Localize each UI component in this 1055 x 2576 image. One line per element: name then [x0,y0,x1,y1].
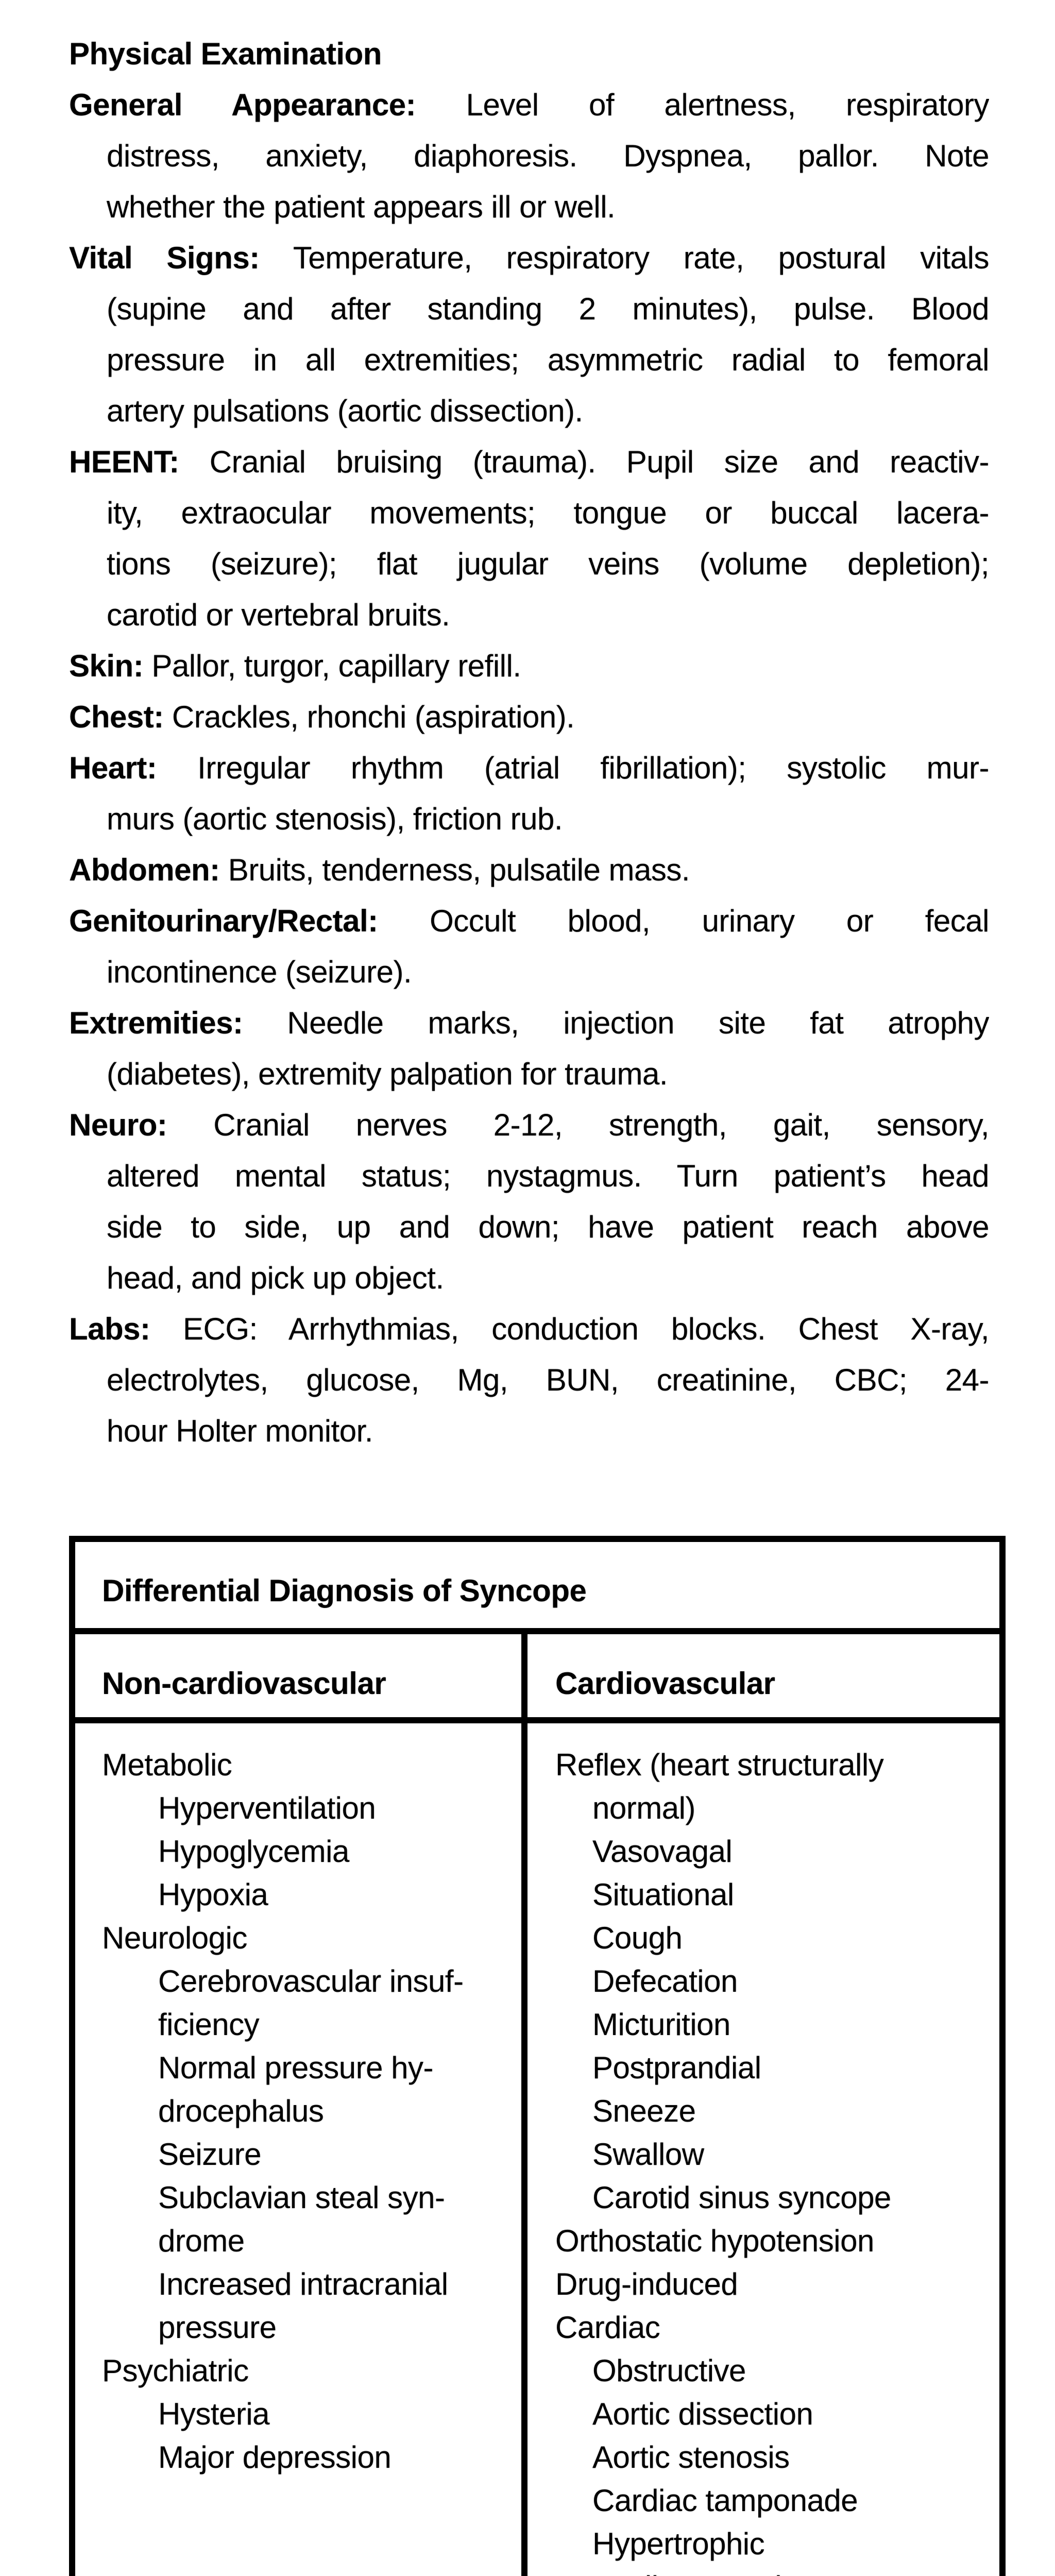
column-divider [521,1634,528,1717]
table-line: Neurologic [102,1921,247,1955]
paragraph-label: Extremities: [69,1006,243,1040]
table-line: Hypoglycemia [158,1834,349,1869]
text-line: altered mental status; nystagmus. Turn p… [107,1159,989,1193]
table-line: drocephalus [158,2094,324,2128]
table-line: normal) [592,1791,695,1825]
text-line: Extremities: Needle marks, injection sit… [69,1006,989,1040]
table-header-row: Non-cardiovascular Cardiovascular [75,1634,999,1717]
paragraph-label: General Appearance: [69,88,416,122]
text-line: Chest: Crackles, rhonchi (aspiration). [69,700,575,734]
table-line: Normal pressure hy- [158,2050,434,2085]
table-line: Drug-induced [555,2267,738,2301]
table-line: Reflex (heart structurally [555,1748,884,1782]
paragraph-label: Neuro: [69,1108,167,1142]
page-heading: Physical Examination [69,37,382,71]
text-line: Neuro: Cranial nerves 2-12, strength, ga… [69,1108,989,1142]
table-divider [75,1717,999,1723]
table-cell-cardiovascular: Reflex (heart structurally normal) Vasovag… [528,1723,999,2576]
table-line: Orthostatic hypotension [555,2224,874,2258]
paragraph-label: Chest: [69,700,164,734]
table-line: Cardiac tamponade [592,2483,858,2518]
table-line: Swallow [592,2137,704,2172]
text-line: whether the patient appears ill or well. [107,190,616,224]
text-line: pressure in all extremities; asymmetric … [107,343,989,377]
paragraph-label: HEENT: [69,445,179,479]
text-line: (supine and after standing 2 minutes), p… [107,292,989,326]
table-line: Hysteria [158,2397,270,2431]
table-line: pressure [158,2310,277,2345]
column-header-noncardiovascular: Non-cardiovascular [102,1666,386,1701]
text-line: General Appearance: Level of alertness, … [69,88,989,122]
text-line: Genitourinary/Rectal: Occult blood, urin… [69,904,989,938]
table-line: Defecation [592,1964,738,1998]
table-line: Cerebrovascular insuf- [158,1964,464,1998]
paragraph-label: Abdomen: [69,853,220,887]
table-line: Situational [592,1877,734,1912]
table-line: Hypoxia [158,1877,268,1912]
table-line: Metabolic [102,1748,232,1782]
column-divider [521,1723,528,2576]
text-line: Labs: ECG: Arrhythmias, conduction block… [69,1312,989,1346]
column-header-cardiovascular: Cardiovascular [555,1666,775,1701]
text-line: head, and pick up object. [107,1261,444,1295]
text-line: incontinence (seizure). [107,955,412,989]
text-line: tions (seizure); flat jugular veins (vol… [107,547,989,581]
table-line: Hyperventilation [158,1791,376,1825]
text-line: (diabetes), extremity palpation for trau… [107,1057,668,1091]
text-line: hour Holter monitor. [107,1414,373,1448]
text-line: artery pulsations (aortic dissection). [107,394,583,428]
paragraph-label: Heart: [69,751,157,785]
text-line: Skin: Pallor, turgor, capillary refill. [69,649,521,683]
paragraph-label: Genitourinary/Rectal: [69,904,378,938]
paragraph-label: Skin: [69,649,144,683]
table-line: Subclavian steal syn- [158,2180,445,2215]
text-line: distress, anxiety, diaphoresis. Dyspnea,… [107,139,989,173]
text-line: Vital Signs: Temperature, respiratory ra… [69,241,989,275]
body-text: Physical Examination General Appearance:… [69,28,989,1456]
table-title: Differential Diagnosis of Syncope [102,1573,587,1608]
table-line: Micturition [592,2007,730,2042]
table-line: drome [158,2224,245,2258]
table-line: Seizure [158,2137,261,2172]
table-divider [75,1628,999,1634]
table-line: Sneeze [592,2094,696,2128]
paragraph-label: Vital Signs: [69,241,260,275]
table-line: Aortic stenosis [592,2440,790,2475]
text-line: Heart: Irregular rhythm (atrial fibrilla… [69,751,989,785]
table-line: Carotid sinus syncope [592,2180,891,2215]
text-line: HEENT: Cranial bruising (trauma). Pupil … [69,445,989,479]
text-line: carotid or vertebral bruits. [107,598,450,632]
table-line: Psychiatric [102,2353,249,2388]
text-line: Abdomen: Bruits, tenderness, pulsatile m… [69,853,690,887]
table-line: Major depression [158,2440,392,2475]
paragraphs: General Appearance: Level of alertness, … [69,79,989,1456]
differential-diagnosis-table: Differential Diagnosis of Syncope Non-ca… [69,1536,1006,2576]
text-line: ity, extraocular movements; tongue or bu… [107,496,989,530]
table-line: Obstructive [592,2353,746,2388]
table-line: Cardiac [555,2310,660,2345]
table-line: Increased intracranial [158,2267,448,2301]
table-line: Hypertrophic [592,2527,765,2561]
table-line: cardiomyopathy [528,2566,999,2576]
table-line: Vasovagal [592,1834,733,1869]
table-line: Postprandial [592,2050,761,2085]
paragraph-label: Labs: [69,1312,150,1346]
text-line: murs (aortic stenosis), friction rub. [107,802,563,836]
table-line: ficiency [158,2007,260,2042]
table-line: Cough [592,1921,683,1955]
table-line: Aortic dissection [592,2397,813,2431]
text-line: electrolytes, glucose, Mg, BUN, creatini… [107,1363,989,1397]
text-line: side to side, up and down; have patient … [107,1210,989,1244]
